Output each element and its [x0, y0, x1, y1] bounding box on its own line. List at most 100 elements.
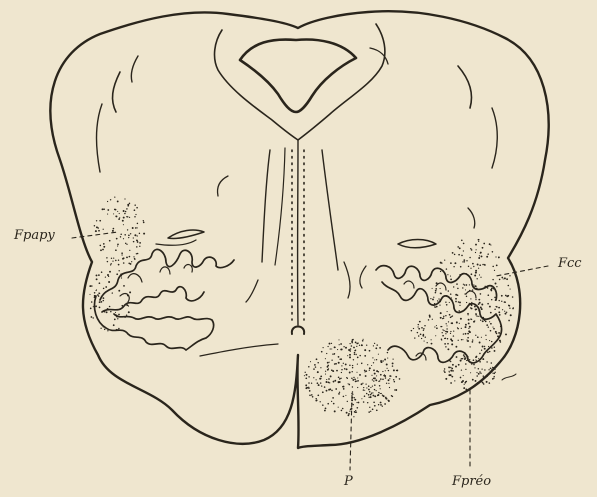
stipple-dot — [94, 296, 96, 298]
stipple-dot — [432, 298, 434, 300]
stipple-dot — [452, 364, 454, 366]
stipple-dot — [312, 396, 314, 398]
stipple-dot — [446, 304, 448, 306]
stipple-dot — [455, 298, 457, 300]
stipple-dot — [379, 385, 381, 387]
stipple-dot — [129, 250, 130, 251]
stipple-dot — [112, 230, 114, 232]
stipple-dot — [317, 394, 319, 396]
stipple-dot — [452, 300, 453, 301]
stipple-dot — [341, 372, 342, 373]
stipple-dot — [385, 370, 386, 371]
stipple-dot — [98, 230, 100, 232]
stipple-dot — [461, 369, 462, 370]
stipple-dot — [440, 262, 442, 264]
stipple-dot — [356, 402, 357, 403]
stipple-dot — [475, 270, 477, 272]
stipple-dot — [330, 375, 332, 377]
stipple-dot — [308, 387, 309, 388]
stipple-dot — [95, 230, 97, 232]
stipple-dot — [116, 238, 118, 240]
stipple-dot — [476, 356, 478, 358]
stipple-dot — [474, 275, 476, 277]
stipple-dot — [483, 377, 485, 379]
stipple-dot — [316, 358, 318, 360]
stipple-dot — [365, 383, 366, 384]
stipple-dot — [348, 384, 350, 386]
stipple-dot — [349, 372, 351, 374]
stipple-dot — [440, 288, 441, 289]
stipple-dot — [353, 359, 354, 360]
stipple-dot — [117, 244, 119, 246]
stipple-dot — [106, 257, 107, 258]
stipple-dot — [501, 295, 503, 297]
stipple-dot — [351, 403, 353, 405]
stipple-dot — [98, 292, 100, 294]
stipple-dot — [117, 329, 118, 330]
stipple-dot — [358, 342, 359, 343]
stipple-dot — [460, 266, 462, 268]
stipple-dot — [334, 410, 336, 412]
stipple-dot — [340, 358, 342, 360]
stipple-dot — [304, 375, 305, 376]
stipple-dot — [483, 243, 485, 245]
stipple-dot — [491, 299, 492, 300]
stipple-dot — [489, 243, 491, 245]
stipple-dot — [121, 305, 123, 307]
stipple-dot — [118, 290, 120, 292]
stipple-dot — [452, 252, 454, 254]
stipple-dot — [451, 376, 453, 378]
stipple-dot — [340, 378, 341, 379]
stipple-dot — [478, 241, 479, 242]
stipple-dot — [393, 379, 395, 381]
stipple-dot — [490, 330, 492, 332]
stipple-dot — [450, 262, 452, 264]
stipple-dot — [453, 266, 454, 267]
stipple-dot — [322, 404, 324, 406]
stipple-dot — [446, 325, 447, 326]
stipple-dot — [332, 370, 334, 372]
stipple-dot — [107, 214, 108, 215]
stipple-dot — [115, 312, 116, 313]
stipple-dot — [460, 318, 462, 320]
stipple-dot — [447, 348, 449, 350]
stipple-dot — [435, 290, 437, 292]
stipple-dot — [329, 362, 330, 363]
stipple-dot — [116, 329, 118, 331]
stipple-dot — [491, 362, 493, 364]
stipple-dot — [349, 411, 350, 412]
stipple-dot — [455, 346, 457, 348]
stipple-dot — [343, 396, 345, 398]
stipple-dot — [120, 273, 122, 275]
stipple-dot — [482, 358, 484, 360]
stipple-dot — [455, 301, 457, 303]
stipple-dot — [343, 363, 344, 364]
stipple-dot — [462, 287, 463, 288]
stipple-dot — [476, 278, 477, 279]
stipple-dot — [491, 287, 493, 289]
stipple-dot — [461, 328, 462, 329]
stipple-dot — [105, 276, 106, 277]
stipple-dot — [490, 367, 492, 369]
stipple-dot — [331, 390, 333, 392]
stipple-dot — [96, 278, 98, 280]
stipple-dot — [333, 403, 335, 405]
stipple-dot — [328, 389, 330, 391]
stipple-dot — [123, 217, 125, 219]
stipple-dot — [370, 394, 372, 396]
stipple-dot — [489, 306, 491, 308]
stipple-dot — [339, 392, 340, 393]
stipple-dot — [117, 246, 118, 247]
stipple-dot — [373, 369, 375, 371]
stipple-dot — [440, 299, 442, 301]
stipple-dot — [139, 246, 140, 247]
stipple-dot — [460, 360, 462, 362]
stipple-dot — [354, 378, 356, 380]
stipple-dot — [99, 307, 101, 309]
stipple-dot — [393, 369, 395, 371]
stipple-dot — [432, 288, 433, 289]
stipple-dot — [446, 323, 447, 324]
stipple-dot — [492, 367, 493, 368]
stipple-dot — [425, 336, 426, 337]
stipple-dot — [488, 346, 489, 347]
